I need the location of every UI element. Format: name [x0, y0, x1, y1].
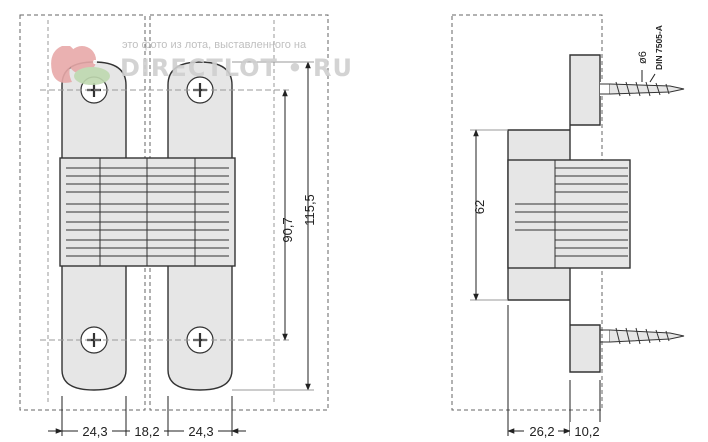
wood-screw-icon: [600, 81, 685, 97]
screw-diameter-label: ø6: [637, 51, 649, 64]
dim-width-gap: 18,2: [134, 424, 159, 439]
screw-icon: [186, 326, 214, 354]
squirrel-logo-icon: [51, 46, 110, 85]
watermark-brand: DIRECTLOT • RU: [120, 54, 353, 82]
side-body: [507, 159, 631, 269]
watermark-caption: это фото из лота, выставленного на: [122, 39, 307, 51]
front-view: 90,7 115,5 24,3 18,2 24,3: [19, 14, 329, 439]
watermark: это фото из лота, выставленного на DIREC…: [51, 39, 353, 85]
dim-height-115-5: 115,5: [302, 194, 317, 226]
side-view: ø6 DIN 7505-A 62 26,2 10,2: [451, 14, 685, 439]
dim-width-right: 24,3: [188, 424, 213, 439]
screw-standard-label: DIN 7505-A: [654, 25, 664, 70]
dim-height-62: 62: [472, 200, 487, 214]
dim-depth-body: 26,2: [529, 424, 554, 439]
dim-width-left: 24,3: [82, 424, 107, 439]
dim-height-90-7: 90,7: [280, 217, 295, 242]
wood-screw-icon: [600, 327, 685, 345]
side-recess-outline: [451, 14, 603, 411]
dim-depth-flange: 10,2: [574, 424, 599, 439]
